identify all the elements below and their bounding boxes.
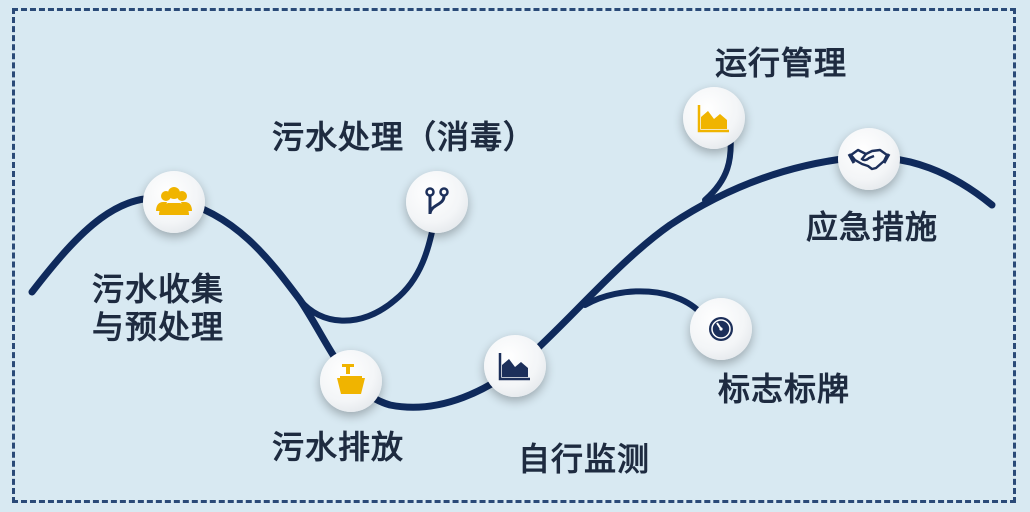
area-chart-icon bbox=[697, 105, 729, 133]
step-node-disinfect bbox=[406, 171, 468, 233]
branch-curve-disinfect bbox=[297, 207, 439, 324]
step-node-emergency bbox=[838, 128, 900, 190]
people-group-icon bbox=[156, 187, 192, 215]
step-node-collection bbox=[143, 171, 205, 233]
clock-icon bbox=[709, 317, 733, 341]
step-label-collection: 污水收集 与预处理 bbox=[92, 270, 225, 346]
branch-icon bbox=[425, 187, 449, 214]
step-node-management bbox=[683, 87, 745, 149]
step-label-disinfect: 污水处理（消毒） bbox=[272, 118, 537, 156]
area-chart-icon bbox=[498, 353, 530, 381]
branch-curve-signs bbox=[582, 288, 708, 321]
step-label-emergency: 应急措施 bbox=[806, 208, 939, 246]
outlet-basin-icon bbox=[337, 364, 365, 394]
step-label-management: 运行管理 bbox=[715, 44, 848, 82]
step-node-signs bbox=[690, 298, 752, 360]
step-label-signs: 标志标牌 bbox=[718, 370, 851, 408]
dashed-frame bbox=[12, 8, 1016, 503]
step-node-monitoring bbox=[484, 335, 546, 397]
step-node-discharge bbox=[320, 350, 382, 412]
handshake-icon bbox=[847, 148, 891, 171]
step-label-discharge: 污水排放 bbox=[272, 428, 405, 466]
step-label-monitoring: 自行监测 bbox=[518, 440, 651, 478]
